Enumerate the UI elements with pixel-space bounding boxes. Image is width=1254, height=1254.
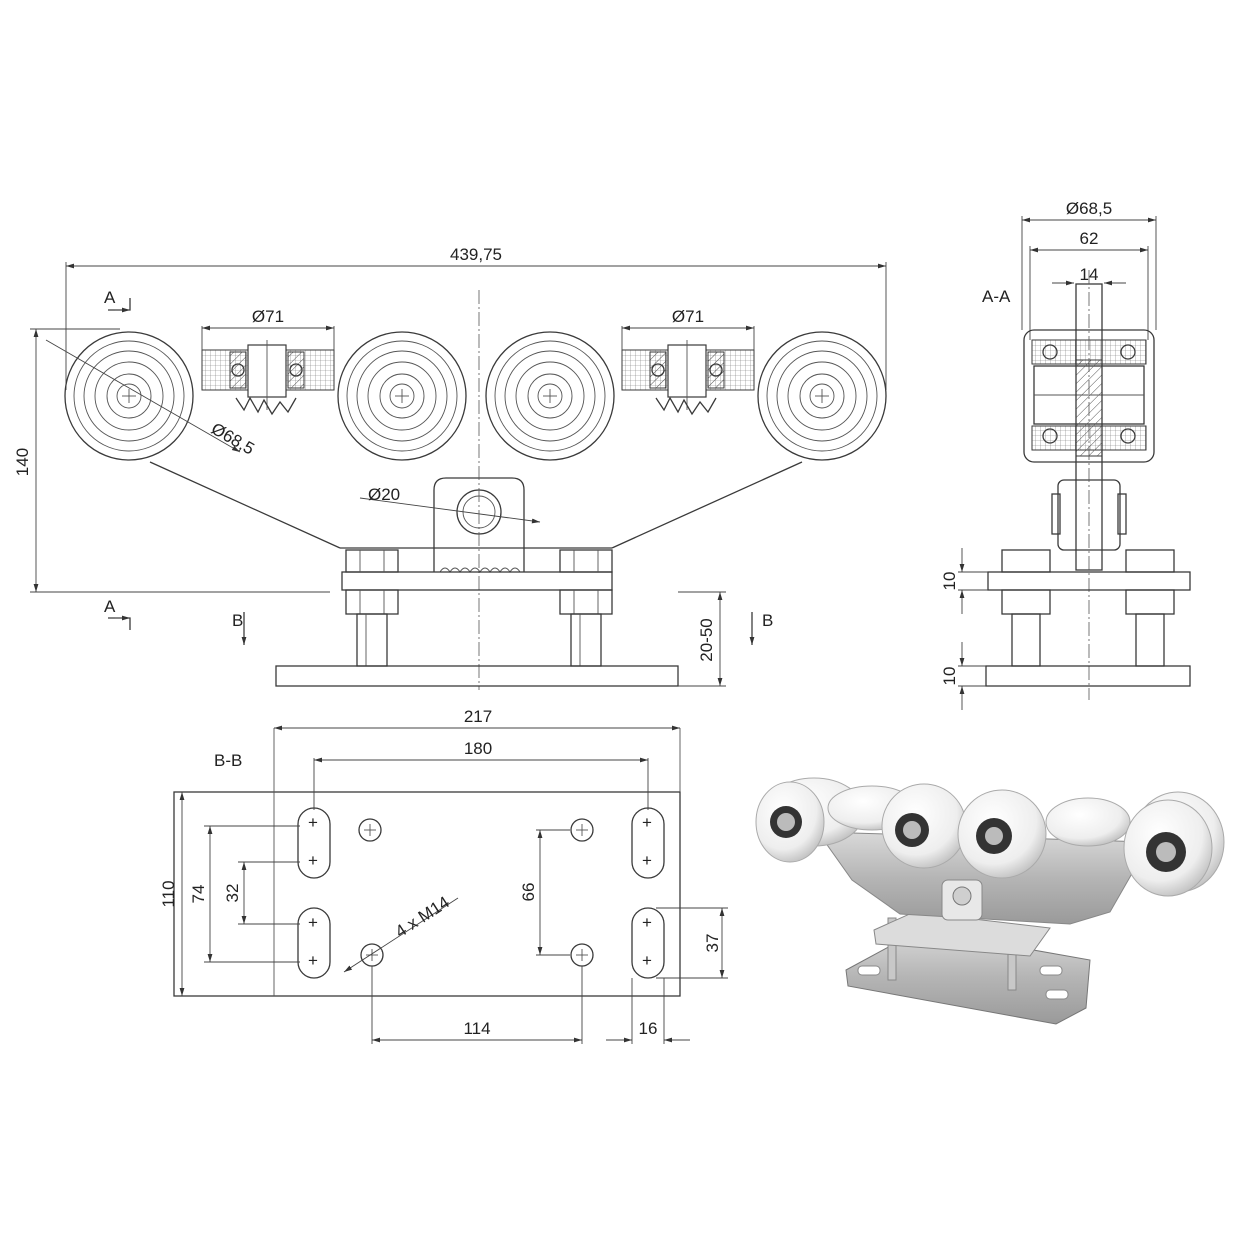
dim-bb-hole-spacing: 180 [313, 739, 649, 810]
carriage-frame [149, 461, 803, 549]
dim-bb-width-label: 217 [464, 707, 492, 726]
dim-bb-slot-length-label: 37 [703, 934, 722, 953]
svg-text:+: + [308, 951, 318, 970]
svg-text:+: + [642, 951, 652, 970]
dim-aa-plate-top-label: 10 [940, 572, 959, 591]
dim-aa-wheel: Ø68,5 [1021, 199, 1157, 330]
section-a-bottom-label: A [104, 597, 116, 616]
wheel-1 [64, 331, 194, 461]
svg-text:+: + [642, 851, 652, 870]
section-aa-title: A-A [982, 287, 1011, 306]
section-b-right-label: B [762, 611, 773, 630]
section-b-left-label: B [232, 611, 243, 630]
dim-bearing-left-label: Ø71 [252, 307, 284, 326]
dim-aa-width: 62 [1029, 229, 1149, 340]
section-bb-view: B-B 217 180 110 + + + + [159, 707, 728, 1044]
dim-bb-slot-inner-label: 32 [223, 884, 242, 903]
dim-bb-thread-label: 4 x M14 [392, 892, 453, 941]
svg-text:+: + [308, 913, 318, 932]
dim-bb-width: 217 [274, 707, 680, 731]
dim-height: 140 [13, 328, 330, 593]
dim-bb-hole-vertical-label: 66 [519, 883, 538, 902]
dim-bb-hole-vertical: 66 [519, 829, 570, 956]
dim-bb-slot-outer-label: 74 [189, 885, 208, 904]
section-aa-view: A-A Ø68,5 62 14 [940, 199, 1191, 710]
slot-bottom-left: + + [297, 907, 331, 979]
dim-wheel-label: Ø68,5 [208, 419, 258, 459]
bearing-right: Ø71 [621, 307, 755, 416]
dim-aa-plate-bottom-label: 10 [940, 667, 959, 686]
dim-bb-height: 110 [159, 792, 185, 996]
adjust-plate [275, 549, 679, 687]
dim-bb-hole-spacing-label: 180 [464, 739, 492, 758]
dim-aa-plate-top: 10 [940, 548, 988, 614]
wheel-3 [485, 331, 615, 461]
slot-top-left: + + [297, 807, 331, 879]
slot-top-right: + + [631, 807, 665, 879]
svg-text:+: + [642, 813, 652, 832]
dim-aa-wheel-label: Ø68,5 [1066, 199, 1112, 218]
dim-aa-width-label: 62 [1080, 229, 1099, 248]
dim-pin-label: Ø20 [368, 485, 400, 504]
bearing-left: Ø71 [201, 307, 335, 416]
dim-bb-hole-horizontal: 114 [371, 966, 583, 1044]
section-bb-title: B-B [214, 751, 242, 770]
dim-bb-slot-outer: 74 [189, 825, 300, 963]
dim-bb-slot-length: 37 [656, 907, 728, 979]
dim-bb-slot-inner: 32 [223, 861, 300, 925]
dim-bb-height-label: 110 [159, 880, 178, 907]
hole-top-left [358, 818, 382, 842]
hole-top-right [570, 818, 594, 842]
dim-bb-hole-horizontal-label: 114 [463, 1019, 490, 1038]
dim-bearing-right-label: Ø71 [672, 307, 704, 326]
section-a-marker-bottom: A [104, 597, 131, 630]
hole-bottom-right [570, 943, 594, 967]
svg-text:+: + [308, 851, 318, 870]
product-illustration [755, 777, 1225, 1025]
svg-text:+: + [642, 913, 652, 932]
dim-bb-thread: 4 x M14 [343, 892, 459, 973]
dim-overall-length: 439,75 [65, 245, 887, 390]
section-b-marker-right: B [749, 611, 773, 645]
dim-adjust-label: 20-50 [697, 618, 716, 661]
dim-bb-slot-width-label: 16 [639, 1019, 658, 1038]
slot-bottom-right: + + [631, 907, 665, 979]
hole-bottom-left [360, 943, 384, 967]
dim-aa-plate-bottom: 10 [940, 642, 986, 710]
dim-bb-slot-width: 16 [606, 978, 690, 1044]
section-a-marker-top: A [104, 288, 131, 313]
svg-text:+: + [308, 813, 318, 832]
front-view: 439,75 140 A A B B [13, 245, 887, 690]
dim-adjust: 20-50 [678, 591, 726, 687]
section-a-top-label: A [104, 288, 116, 307]
dim-height-label: 140 [13, 448, 32, 476]
wheel-2 [337, 331, 467, 461]
pivot-bracket: Ø20 [359, 477, 541, 573]
section-b-marker-left: B [232, 611, 247, 645]
wheel-4 [757, 331, 887, 461]
dim-overall-length-label: 439,75 [450, 245, 502, 264]
